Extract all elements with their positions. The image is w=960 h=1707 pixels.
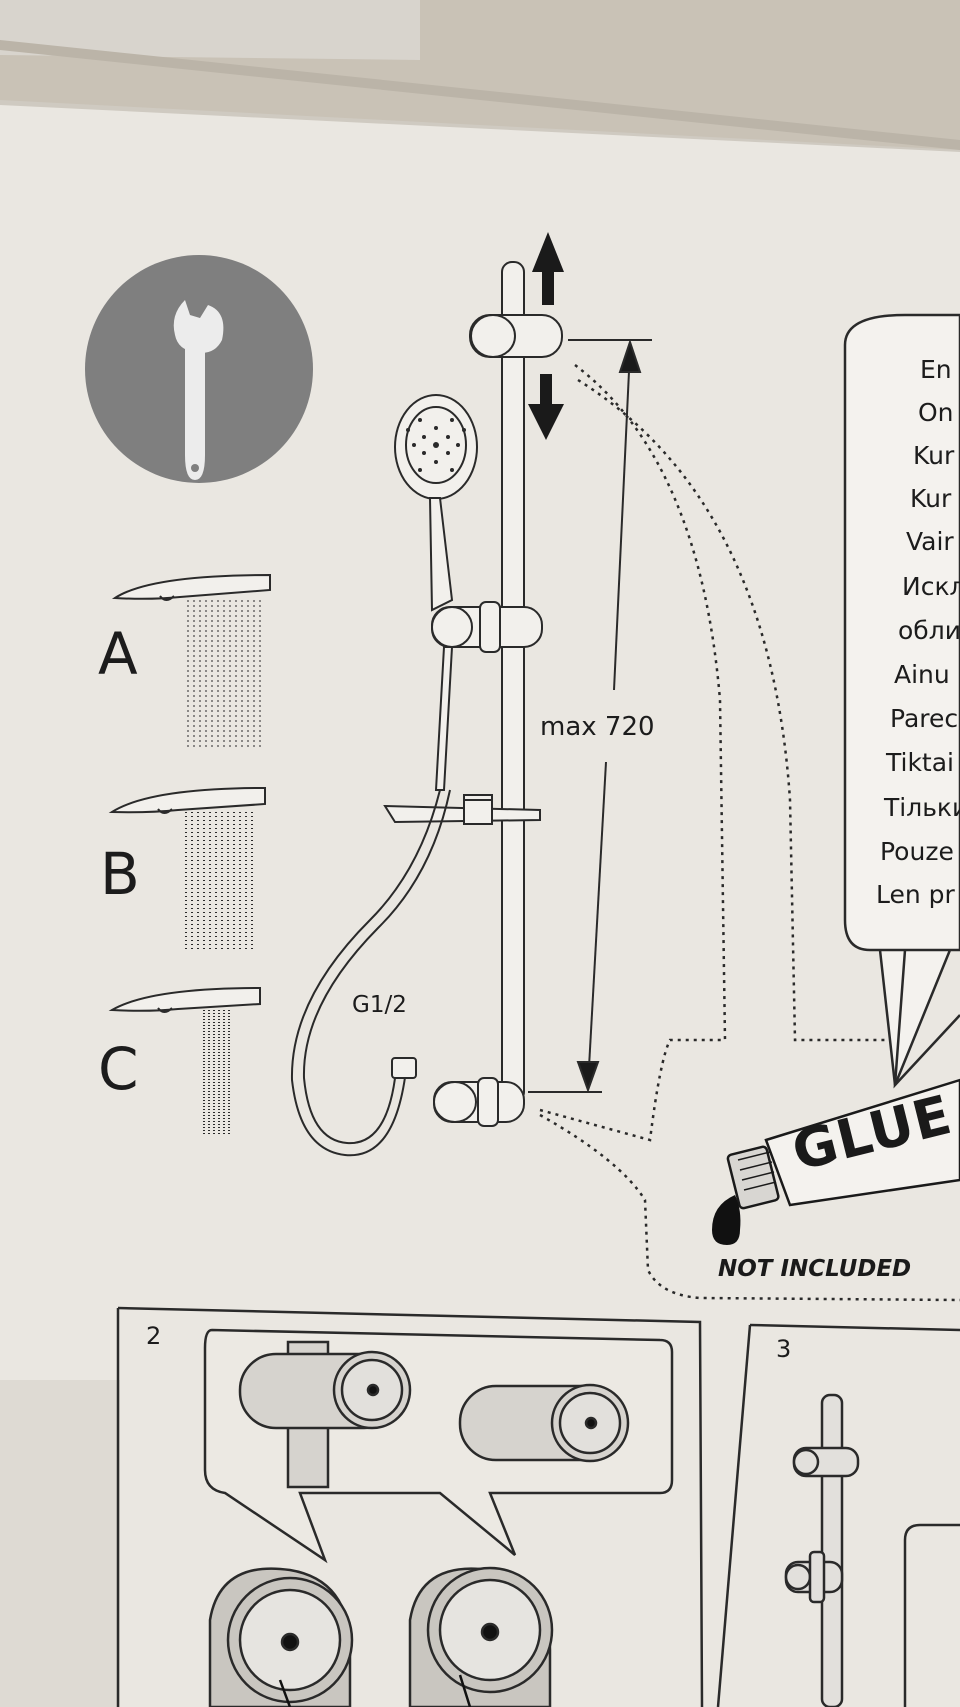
language-line: Искл — [902, 572, 960, 601]
spray-mode-b — [108, 786, 266, 952]
spray-label-c: C — [98, 1035, 139, 1103]
language-line: Pouze — [880, 837, 954, 866]
paper-sheet — [0, 105, 960, 1707]
language-line: обли — [898, 616, 960, 645]
spray-mode-a — [111, 573, 271, 748]
glue-callout-dashes — [539, 364, 960, 1302]
language-line: Kur — [910, 484, 952, 513]
step-3-panel — [716, 1323, 960, 1707]
language-line: Vair — [906, 527, 954, 556]
language-line: En — [920, 355, 952, 384]
thread-size-label: G1/2 — [352, 992, 407, 1018]
language-line: On — [918, 398, 954, 427]
language-line: Kur — [913, 441, 955, 470]
step-number-2: 2 — [146, 1322, 162, 1350]
language-line: Ainu — [894, 660, 950, 689]
wrench-icon — [85, 255, 313, 483]
dimension-label: max 720 — [540, 712, 655, 742]
step-number-3: 3 — [776, 1335, 792, 1363]
dimension-marker — [528, 338, 652, 1093]
language-line: Тільки — [884, 793, 960, 822]
glue-tube-icon — [712, 1078, 960, 1245]
spray-mode-c — [108, 986, 261, 1135]
language-line: Tiktai — [886, 748, 954, 777]
not-included-label: NOT INCLUDED — [718, 1256, 912, 1282]
language-line: Len pr — [876, 880, 955, 909]
language-line: Parec — [890, 704, 959, 733]
spray-label-a: A — [98, 620, 138, 688]
shower-rail-illustration — [290, 232, 564, 1157]
step-2-panel — [116, 1306, 704, 1707]
languages-bubble — [843, 313, 960, 1089]
spray-label-b: B — [100, 840, 140, 908]
